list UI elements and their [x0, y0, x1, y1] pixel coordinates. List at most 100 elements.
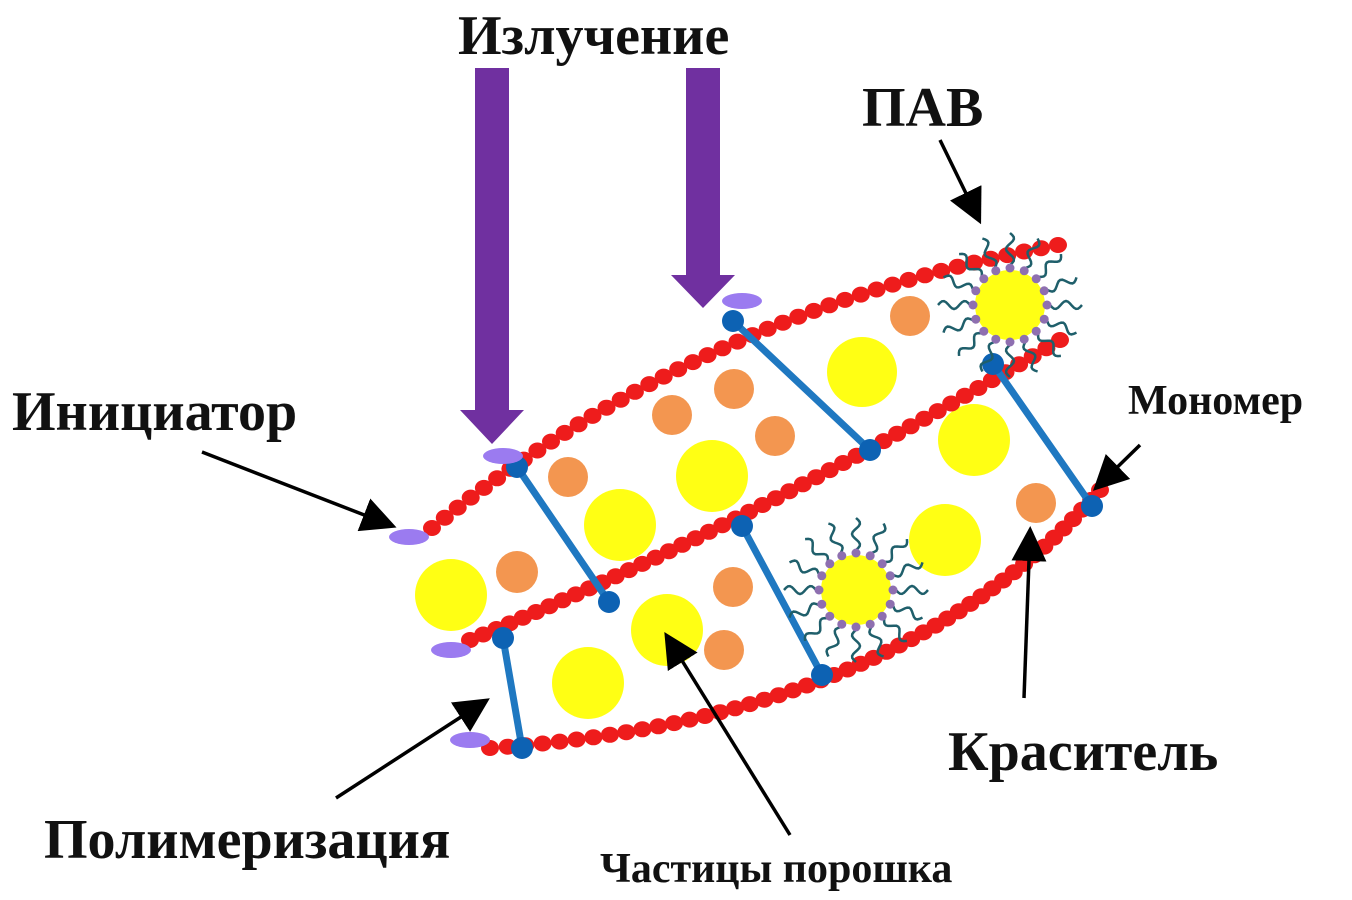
surfactant-tail [871, 524, 885, 554]
powder-particle [552, 647, 624, 719]
dye-particle [713, 567, 753, 607]
surfactant-tail [805, 618, 828, 641]
powder-particle [938, 404, 1010, 476]
surfactant-tail [938, 301, 970, 309]
surfactant-head [866, 551, 875, 560]
monomer-bead [601, 727, 619, 743]
monomer-bead [836, 292, 854, 308]
radiation-label: Излучение [458, 8, 729, 64]
monomer-bead [820, 297, 838, 313]
powder-particle [827, 337, 897, 407]
monomer-bead [649, 718, 667, 734]
surfactant-head [991, 335, 1000, 344]
surfactant-tail [852, 518, 860, 550]
monomer-bead [1049, 237, 1067, 253]
surfactant-head [817, 600, 826, 609]
link-node [1081, 495, 1103, 517]
dye-particle [704, 630, 744, 670]
surfactant-tail [896, 586, 928, 594]
link-node [859, 439, 881, 461]
dye-particle [1016, 483, 1056, 523]
monomer-bead [534, 736, 552, 752]
pointer-arrow [336, 702, 484, 798]
pointer-arrow [202, 452, 390, 525]
surfactant-head [825, 612, 834, 621]
dye-particle [652, 395, 692, 435]
surfactant-head [979, 274, 988, 283]
surfactant-tail [893, 605, 923, 619]
powder-particle [631, 594, 703, 666]
monomer-bead [900, 272, 918, 288]
link-node [598, 591, 620, 613]
monomer-bead [617, 724, 635, 740]
surfactant-tail [828, 524, 842, 554]
surfactant-tail [805, 539, 828, 562]
surfactant-head [815, 586, 824, 595]
monomer-bead [681, 712, 699, 728]
surfactant-head [886, 571, 895, 580]
dye-particle [714, 369, 754, 409]
surfactant-head [1040, 286, 1049, 295]
monomer-bead [633, 721, 651, 737]
surfactant-head [971, 286, 980, 295]
dye-particle [890, 296, 930, 336]
surfactant-head [825, 559, 834, 568]
surfactant-head [837, 551, 846, 560]
surfactant-head [878, 559, 887, 568]
link-node [722, 310, 744, 332]
surfactant-tail [827, 627, 841, 657]
surfactant-head [837, 620, 846, 629]
monomer-bead [774, 315, 792, 331]
surfactant-tail [884, 539, 907, 562]
pointer-arrow [1098, 445, 1140, 486]
monomer-bead [884, 277, 902, 293]
monomer-bead [949, 259, 967, 275]
radiation-arrows-layer [460, 68, 735, 444]
monomer-bead [868, 282, 886, 298]
surfactant-tail [944, 318, 974, 332]
powder-particle [584, 489, 656, 561]
link-node [511, 737, 533, 759]
powder-particle [415, 559, 487, 631]
surfactant-head [971, 315, 980, 324]
surfactant-head [1032, 327, 1041, 336]
surfactant-head [1043, 301, 1052, 310]
surfactant-head [817, 571, 826, 580]
surfactant-tail [959, 333, 982, 356]
powder-particles-label: Частицы порошка [600, 848, 952, 890]
link-node [492, 627, 514, 649]
surfactant-tail [1050, 301, 1082, 309]
monomer-bead [1015, 244, 1033, 260]
link-node [731, 515, 753, 537]
monomer-label: Мономер [1128, 380, 1303, 422]
surfactant-head [979, 327, 988, 336]
dye-particle [548, 457, 588, 497]
initiator-molecule [722, 293, 762, 309]
surfactant-head [886, 600, 895, 609]
surfactant-head [1032, 274, 1041, 283]
monomer-bead [568, 732, 586, 748]
radiation-arrow [460, 68, 524, 444]
surfactant-tail [944, 276, 974, 290]
surfactant-tail [790, 561, 820, 575]
polymer-link [503, 638, 522, 748]
initiator-molecule [450, 732, 490, 748]
monomer-bead [916, 267, 934, 283]
monomer-bead [852, 287, 870, 303]
surfactant-head [1020, 266, 1029, 275]
initiator-molecule [389, 529, 429, 545]
pointer-arrow [940, 140, 978, 218]
powder-particle [909, 504, 981, 576]
monomer-bead [584, 729, 602, 745]
radiation-arrow [671, 68, 735, 308]
dye-particle [755, 416, 795, 456]
surfactant-tail [784, 586, 816, 594]
surfactant-tail [893, 562, 923, 576]
surfactant-head [1006, 264, 1015, 273]
dye-particle [496, 551, 538, 593]
surfactant-tail [1038, 254, 1061, 277]
polymerization-label: Полимеризация [44, 812, 450, 868]
surfactant-head [991, 266, 1000, 275]
surfactant-label: ПАВ [862, 80, 983, 136]
monomer-bead [789, 309, 807, 325]
